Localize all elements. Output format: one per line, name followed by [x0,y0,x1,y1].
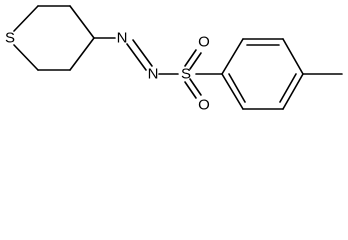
bond-ar-1 [221,38,244,75]
bond-n-n-b [132,39,153,67]
bond-c-c-right-upper [69,5,95,39]
bond-s-c-lower [13,44,39,71]
azo-linkage [93,37,179,75]
structure-diagram: S N N S O O [0,0,348,116]
bond-ar-3 [282,38,304,75]
bond-s-o-bottom-a [184,81,197,99]
atom-labels: S N N S O O [5,30,210,114]
bond-n-n-a [126,43,147,71]
bond-ar-6 [221,73,244,110]
bond-s-o-bottom-b [189,78,202,96]
atom-label-sulfonyl-s: S [181,66,191,83]
atom-label-o-bottom: O [198,97,210,114]
bond-ar-inner-right [279,73,297,103]
bond-ar-4 [282,73,304,110]
atom-label-n1: N [117,30,128,47]
benzene-ring [221,38,343,110]
sulfonyl-group [184,49,223,99]
bond-s-o-top-a [184,49,197,67]
bond-ar-inner-left [228,73,246,103]
atom-label-o-top: O [198,34,210,51]
bond-s-o-top-b [189,52,202,70]
molecule-drawing: S N N S O O [5,5,343,114]
bond-c-c-right-lower [69,37,95,71]
thiane-ring [13,5,95,71]
atom-label-n2: N [148,66,159,83]
atom-label-thiane-s: S [5,30,15,47]
bond-c-s-upper [13,5,39,32]
